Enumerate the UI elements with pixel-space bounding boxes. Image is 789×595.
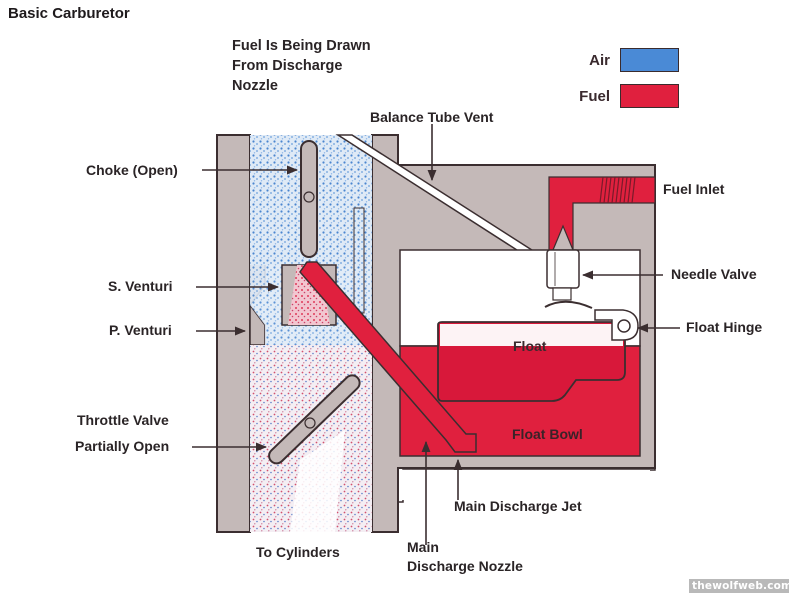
label-float-hinge: Float Hinge [686,319,763,335]
throttle-valve [268,374,361,465]
legend-swatch-air [620,48,679,72]
label-choke: Choke (Open) [86,162,178,178]
label-main-discharge-nozzle-line1: Main [407,539,439,555]
watermark: thewolfweb.com [689,579,789,593]
vent-slot [353,207,365,314]
legend-label: Fuel [579,87,610,105]
caption-line: Fuel Is Being Drawn [232,38,371,54]
legend-label: Air [589,51,610,69]
lower-base-cut [400,470,650,500]
leader-lines [192,124,680,545]
label-needle-valve: Needle Valve [671,266,757,282]
label-balance-tube-vent: Balance Tube Vent [370,109,494,125]
legend-item-fuel: Fuel [560,84,679,108]
label-float-bowl: Float Bowl [512,426,583,442]
fuel-inlet-threads [599,176,636,204]
left-wall [216,134,251,533]
label-throttle-line2: Partially Open [75,438,170,454]
diagram-title: Basic Carburetor [8,5,130,22]
legend-swatch-fuel [620,84,679,108]
float-hinge [594,309,639,341]
caption: Fuel Is Being Drawn From Discharge Nozzl… [232,36,371,96]
label-s-venturi: S. Venturi [108,278,173,294]
needle-valve [544,224,593,309]
label-float: Float [513,338,547,354]
label-p-venturi: P. Venturi [109,322,172,338]
caption-line: Nozzle [232,78,278,94]
clear-area-under-throttle [290,430,345,532]
label-to-cylinders: To Cylinders [256,544,340,560]
label-fuel-inlet: Fuel Inlet [663,181,725,197]
main-discharge-nozzle [299,261,477,453]
label-main-discharge-jet: Main Discharge Jet [454,498,582,514]
legend-item-air: Air [560,48,679,72]
label-throttle-line1: Throttle Valve [77,412,169,428]
caption-line: From Discharge [232,58,343,74]
choke-plate [300,140,318,258]
float-top-white [440,324,623,346]
label-main-discharge-nozzle-line2: Discharge Nozzle [407,558,523,574]
